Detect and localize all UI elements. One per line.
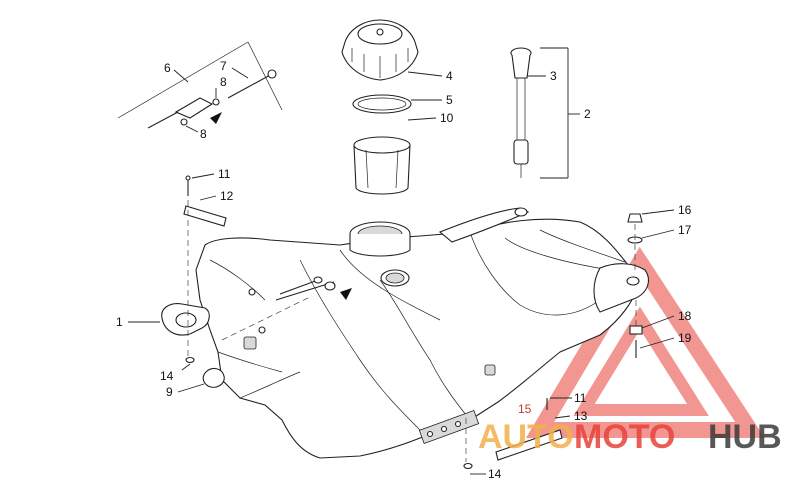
watermark-text-auto: AUTO <box>478 418 574 456</box>
filler-cap <box>341 19 419 81</box>
callout-14-left: 14 <box>160 369 174 383</box>
callout-11-left: 11 <box>218 167 231 181</box>
center-bolts <box>221 276 352 341</box>
callout-14-bottom: 14 <box>488 467 502 481</box>
fuel-gauge-sender <box>510 47 532 178</box>
callout-12: 12 <box>220 189 234 203</box>
watermark-text-hub: HUB <box>708 418 782 456</box>
watermark-triangle <box>525 246 765 438</box>
o-ring <box>352 94 412 114</box>
callout-16: 16 <box>678 203 692 217</box>
watermark-logo: AUTO MOTO HUB <box>478 418 782 456</box>
bottom-hardware <box>463 398 563 470</box>
callouts: 1 2 3 4 5 6 7 8 8 9 10 11 12 14 11 <box>116 47 692 481</box>
callout-6: 6 <box>164 61 171 75</box>
callout-10: 10 <box>440 111 454 125</box>
left-hardware <box>183 175 227 388</box>
callout-17: 17 <box>678 223 692 237</box>
bracket-bolt-group <box>117 41 283 129</box>
callout-7: 7 <box>220 59 227 73</box>
filler-sleeve <box>353 136 411 195</box>
callout-3: 3 <box>550 69 557 83</box>
fuel-tank-body <box>161 207 649 459</box>
callout-9: 9 <box>166 385 173 399</box>
callout-18: 18 <box>678 309 692 323</box>
callout-8-lower: 8 <box>200 127 207 141</box>
callout-5: 5 <box>446 93 453 107</box>
callout-2: 2 <box>584 107 591 121</box>
right-hardware <box>627 213 643 358</box>
callout-11-bottom: 11 <box>574 391 587 405</box>
watermark-text-moto: MOTO <box>574 418 675 456</box>
callout-4: 4 <box>446 69 453 83</box>
callout-19: 19 <box>678 331 692 345</box>
callout-8-upper: 8 <box>220 75 227 89</box>
callout-15: 15 <box>518 402 532 416</box>
callout-13: 13 <box>574 409 588 423</box>
callout-1: 1 <box>116 315 123 329</box>
